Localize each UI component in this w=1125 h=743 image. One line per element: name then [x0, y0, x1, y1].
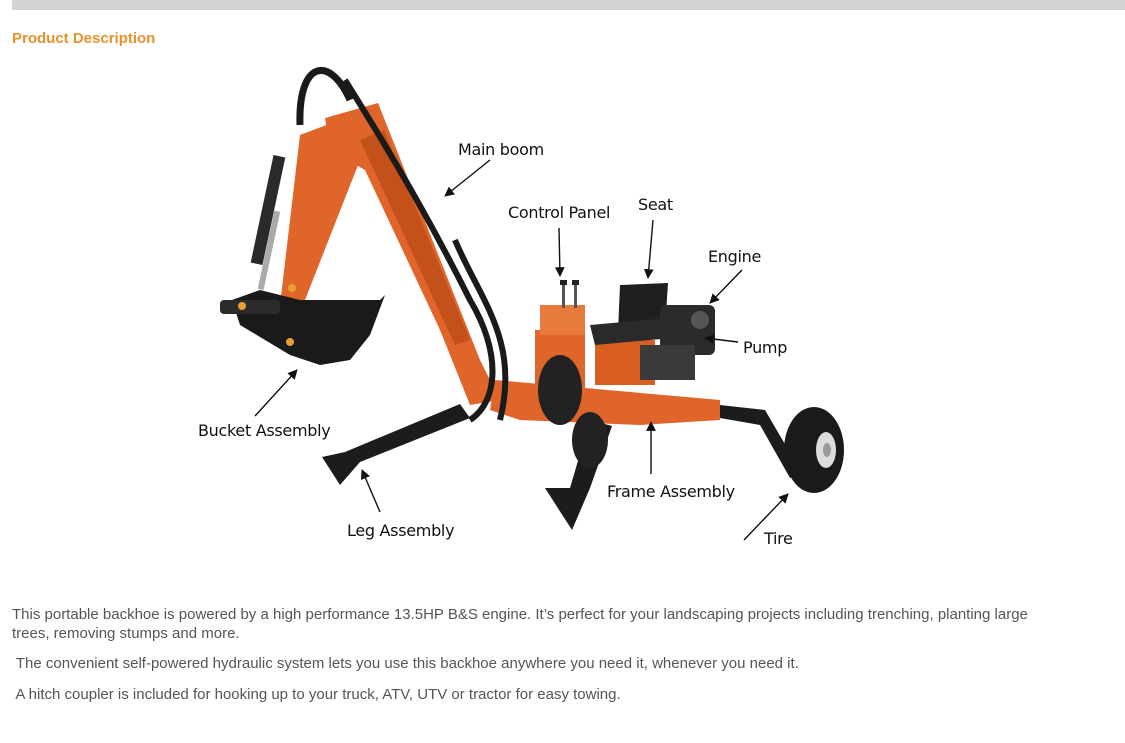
- label-control-panel: Control Panel: [508, 203, 611, 222]
- label-tire: Tire: [764, 529, 793, 548]
- seat-arrow: [643, 219, 654, 279]
- label-bucket-assembly: Bucket Assembly: [198, 421, 331, 440]
- label-seat: Seat: [638, 195, 673, 214]
- label-pump: Pump: [743, 338, 788, 357]
- top-divider-bar: [12, 0, 1125, 10]
- bucket-assembly-arrow: [254, 369, 298, 417]
- label-frame-assembly: Frame Assembly: [607, 482, 735, 501]
- bucket-shape: [220, 284, 385, 365]
- label-engine: Engine: [708, 247, 762, 266]
- label-arrows: [254, 159, 789, 541]
- leg-assembly-arrow: [360, 469, 381, 513]
- product-diagram: Main boom Control Panel Seat Engine Pump…: [198, 67, 844, 548]
- description-paragraph-3: A hitch coupler is included for hooking …: [12, 686, 621, 703]
- dipper-arm-shape: [250, 118, 360, 305]
- seat-shape: [590, 283, 672, 345]
- main-boom-shape: [296, 67, 509, 423]
- tire-arrow: [743, 493, 789, 541]
- engine-arrow: [709, 269, 743, 304]
- backhoe-illustration: [220, 67, 844, 541]
- section-title: Product Description: [12, 30, 156, 47]
- label-leg-assembly: Leg Assembly: [347, 521, 455, 540]
- control-panel-arrow: [554, 227, 565, 277]
- pump-arrow: [704, 334, 739, 344]
- control-panel-shape: [560, 280, 579, 308]
- description-paragraph-2: The convenient self-powered hydraulic sy…: [12, 655, 799, 672]
- label-main-boom: Main boom: [458, 140, 544, 159]
- description-paragraph-1: This portable backhoe is powered by a hi…: [12, 606, 1028, 642]
- main-boom-arrow: [444, 159, 491, 197]
- engine-shape: [640, 305, 715, 380]
- tire-shape: [784, 407, 844, 493]
